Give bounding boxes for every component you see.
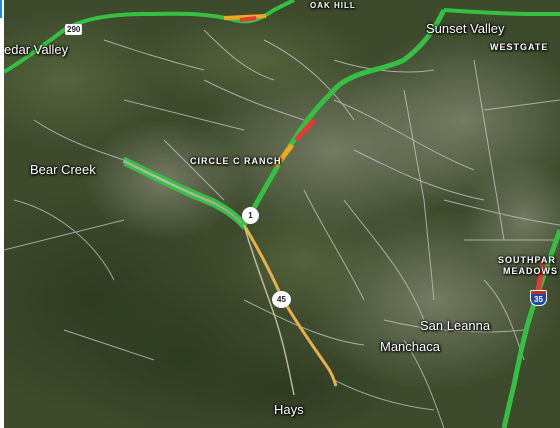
place-label-cedar-valley[interactable]: edar Valley	[4, 42, 69, 57]
ben-white-traffic	[443, 8, 560, 16]
minor-roads	[4, 29, 560, 428]
place-label-hays[interactable]: Hays	[274, 402, 304, 417]
us290-traffic-heavy	[239, 16, 257, 22]
us290-traffic	[4, 0, 295, 74]
place-label-sunset-valley[interactable]: Sunset Valley	[426, 21, 505, 36]
left-edge-strip	[0, 0, 4, 428]
place-label-san-leanna[interactable]: San Leanna	[420, 318, 491, 333]
place-label-bear-creek[interactable]: Bear Creek	[30, 162, 96, 177]
loop1-shield-icon: 1	[242, 207, 259, 224]
i35-traffic-heavy	[535, 259, 547, 291]
sh45-shield-icon: 45	[272, 291, 291, 308]
i35-shield-label: 35	[534, 294, 543, 304]
place-label-westgate[interactable]: WESTGATE	[490, 42, 549, 52]
place-label-southpark-meadows-1[interactable]: SOUTHPAR	[498, 255, 556, 265]
loop1-casing-west	[122, 157, 247, 227]
loop1-traffic-slow	[274, 143, 294, 168]
place-label-manchaca[interactable]: Manchaca	[380, 339, 440, 354]
place-label-southpark-meadows-2[interactable]: MEADOWS	[503, 266, 558, 276]
terrain-texture	[4, 10, 560, 428]
us290-shield-icon: 290	[65, 24, 83, 35]
left-edge-accent	[0, 0, 2, 18]
us290-traffic-slow	[223, 14, 267, 20]
i35-traffic	[501, 229, 560, 428]
map-canvas[interactable]	[4, 0, 560, 428]
sh45-road	[242, 224, 338, 387]
map-view[interactable]: edar Valley Sunset Valley WESTGATE Bear …	[4, 0, 560, 428]
place-label-circle-c-ranch[interactable]: CIRCLE C RANCH	[190, 156, 282, 166]
road-to-hays	[243, 224, 295, 396]
loop1-traffic-west-a	[123, 156, 246, 224]
loop1-traffic-heavy	[294, 118, 316, 142]
i35-shield-icon: 35	[530, 290, 547, 306]
loop1-traffic-west-b	[123, 162, 246, 230]
loop1-traffic-north	[241, 8, 447, 227]
place-label-oak-hill-partial[interactable]: OAK HILL	[310, 1, 356, 10]
